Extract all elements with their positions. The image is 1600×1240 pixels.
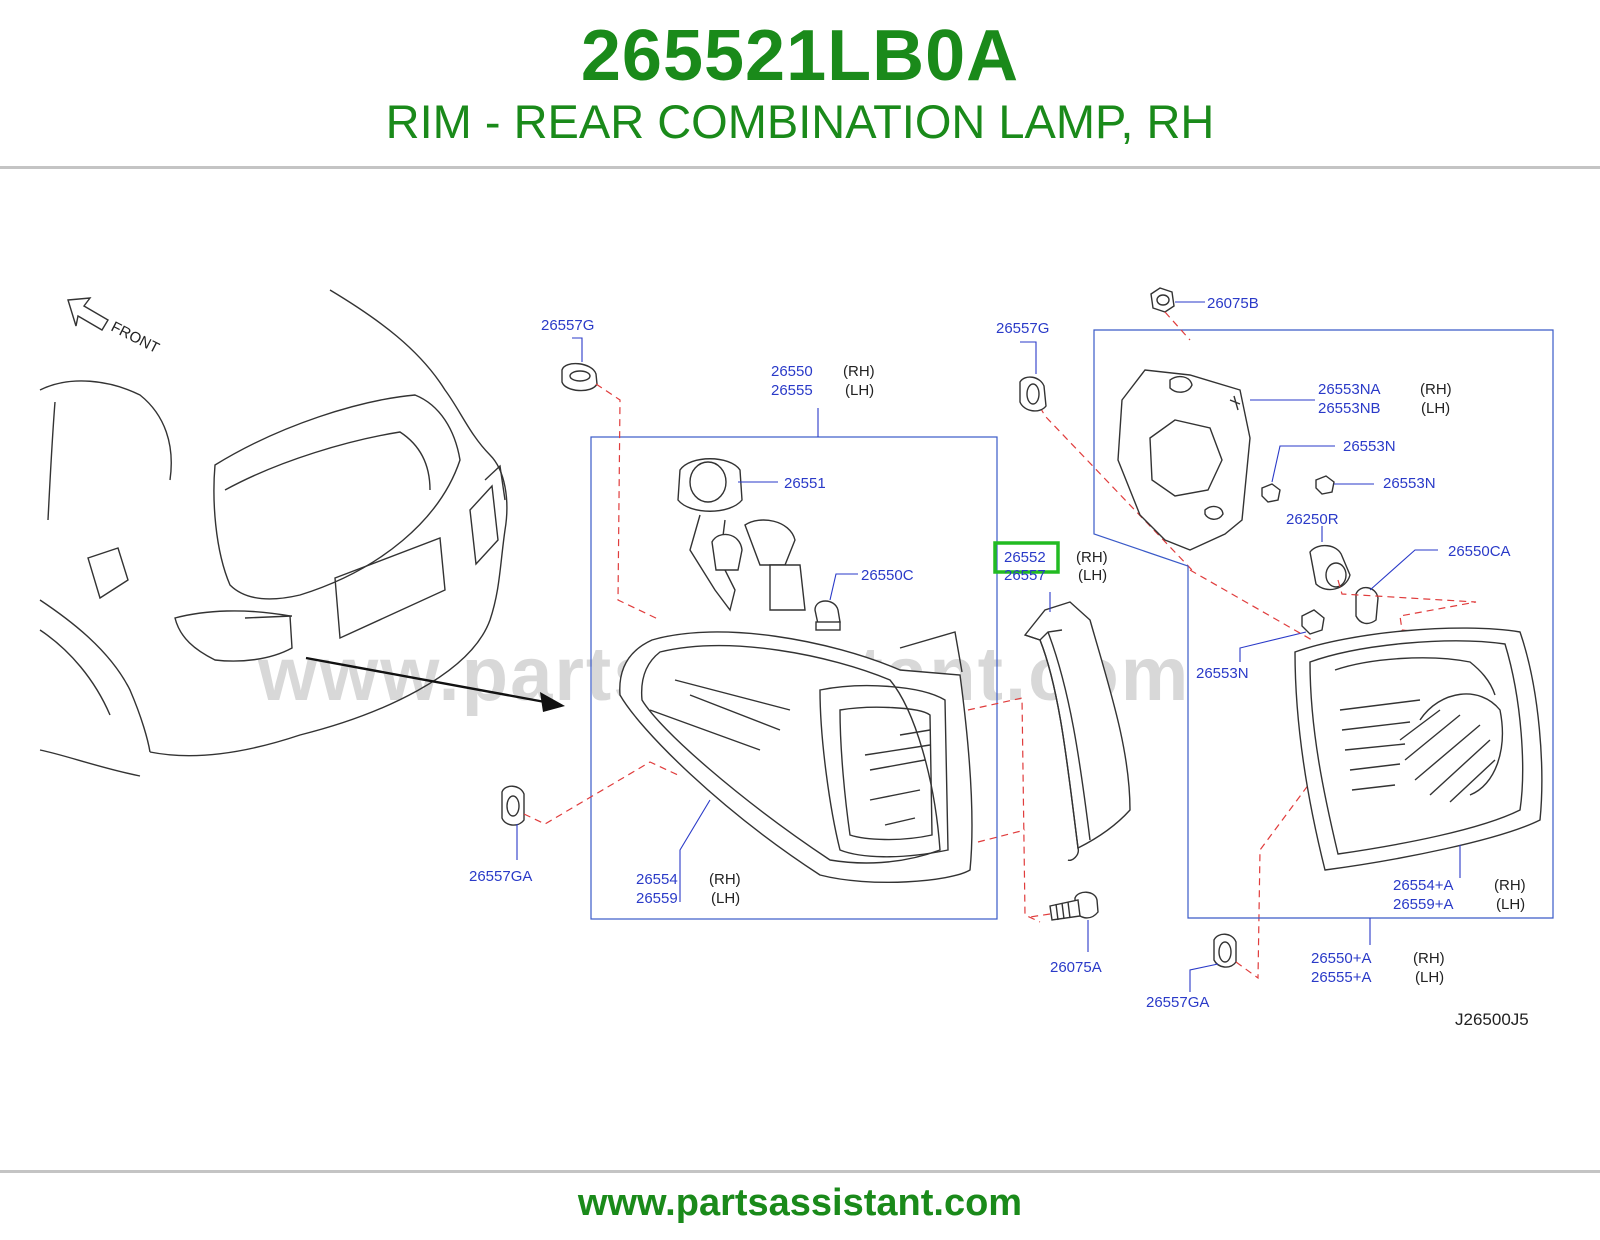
footer-website-link[interactable]: www.partsassistant.com <box>577 1182 1023 1224</box>
label-26553N-lower: 26553N <box>1196 665 1249 682</box>
side-rh: (RH) <box>1076 549 1108 566</box>
side-lh: (LH) <box>845 382 874 399</box>
label-26550: 26550 <box>771 363 813 380</box>
label-26554: 26554 <box>636 871 678 888</box>
part-description: RIM - REAR COMBINATION LAMP, RH <box>385 95 1215 148</box>
rim-part <box>1023 601 1131 862</box>
label-26553NB: 26553NB <box>1318 400 1381 417</box>
label-26250R: 26250R <box>1286 511 1339 528</box>
side-lh: (LH) <box>1421 400 1450 417</box>
group-box-inner-lamp <box>1093 329 1554 919</box>
label-26559: 26559 <box>636 890 678 907</box>
clip-part <box>1019 376 1047 412</box>
part-number-title: 265521LB0A <box>580 16 1020 96</box>
label-26551: 26551 <box>784 475 826 492</box>
label-26555A: 26555+A <box>1311 969 1371 986</box>
side-rh: (RH) <box>843 363 875 380</box>
nut-part <box>1315 475 1335 495</box>
side-lh: (LH) <box>1415 969 1444 986</box>
clip-part <box>1213 933 1237 968</box>
bracket-part <box>1117 369 1251 551</box>
label-26553NA: 26553NA <box>1318 381 1381 398</box>
front-arrow-icon <box>67 297 109 331</box>
highlight-box <box>993 541 1060 574</box>
label-26550A: 26550+A <box>1311 950 1371 967</box>
label-26553N-right: 26553N <box>1383 475 1436 492</box>
clip-part <box>561 363 598 392</box>
label-26552: 26552 <box>1004 549 1046 566</box>
socket-part <box>1309 545 1351 591</box>
side-lh: (LH) <box>1496 896 1525 913</box>
label-26557G-left: 26557G <box>541 317 594 334</box>
label-26557G-middle: 26557G <box>996 320 1049 337</box>
label-26550C: 26550C <box>861 567 914 584</box>
side-rh: (RH) <box>709 871 741 888</box>
bulb-part <box>814 600 841 631</box>
nut-part <box>1301 609 1325 635</box>
side-rh: (RH) <box>1420 381 1452 398</box>
outer-lamp-housing-part <box>619 631 973 884</box>
inner-lamp-part <box>1294 627 1543 871</box>
header: 265521LB0A RIM - REAR COMBINATION LAMP, … <box>0 0 1600 168</box>
screw-part <box>1049 891 1099 921</box>
vehicle-rear-outline <box>39 289 508 777</box>
side-lh: (LH) <box>711 890 740 907</box>
label-26555: 26555 <box>771 382 813 399</box>
diagram-canvas: www.partsassistant.com FRONT <box>39 287 1554 1029</box>
label-26557: 26557 <box>1004 567 1046 584</box>
nut-part <box>1150 287 1175 313</box>
label-26557GA-bottom: 26557GA <box>1146 994 1209 1011</box>
label-26553N-upper: 26553N <box>1343 438 1396 455</box>
bulb-part <box>1355 587 1379 625</box>
bulb-socket-part <box>677 458 806 612</box>
group-box-outer-lamp <box>590 436 998 920</box>
label-26559A: 26559+A <box>1393 896 1453 913</box>
diagram-reference-code: J26500J5 <box>1455 1010 1529 1029</box>
vehicle-pointer-arrow-icon <box>305 656 565 712</box>
clip-part <box>501 785 525 826</box>
label-26557GA-left: 26557GA <box>469 868 532 885</box>
exploded-diagram: www.partsassistant.com FRONT <box>0 170 1600 1170</box>
label-26075A: 26075A <box>1050 959 1102 976</box>
side-rh: (RH) <box>1494 877 1526 894</box>
header-divider <box>0 166 1600 169</box>
side-lh: (LH) <box>1078 567 1107 584</box>
footer-divider <box>0 1170 1600 1173</box>
label-26554A: 26554+A <box>1393 877 1453 894</box>
label-26550CA: 26550CA <box>1448 543 1511 560</box>
nut-part <box>1261 483 1281 503</box>
front-label: FRONT <box>108 318 162 357</box>
side-rh: (RH) <box>1413 950 1445 967</box>
label-26075B: 26075B <box>1207 295 1259 312</box>
